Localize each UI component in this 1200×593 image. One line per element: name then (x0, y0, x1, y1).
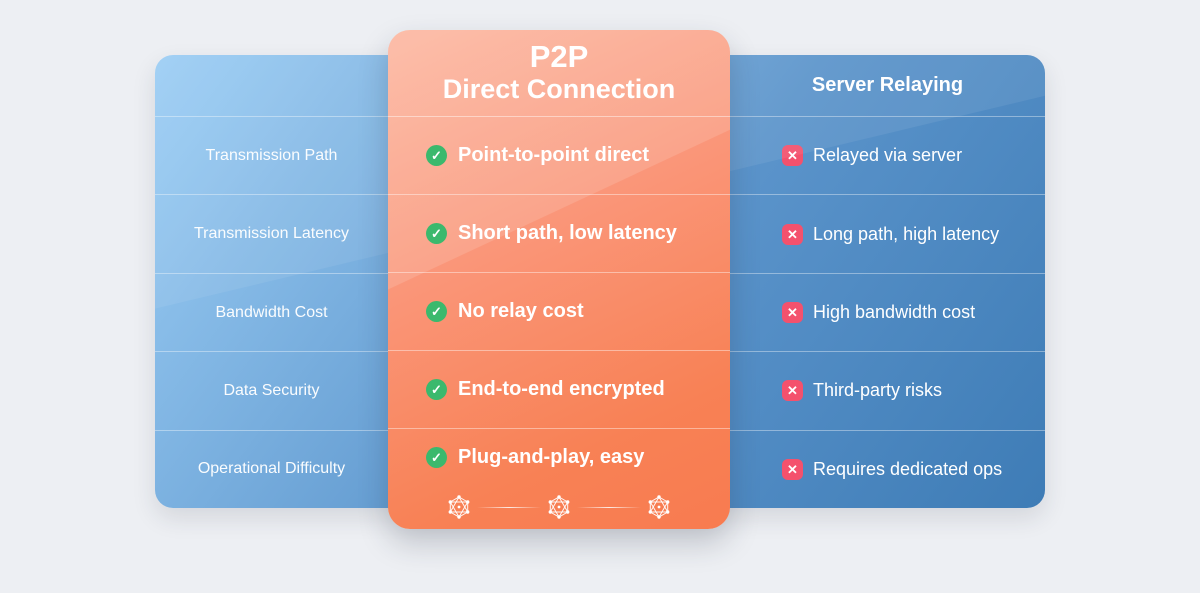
server-cell-text: Third-party risks (813, 380, 943, 401)
server-cell: ✕ High bandwidth cost (730, 274, 1045, 351)
row-label: Operational Difficulty (155, 431, 388, 508)
check-circle-icon: ✓ (426, 223, 447, 244)
p2p-card-footer (388, 485, 730, 529)
table-row: Data Security ✕ Third-party risks (155, 352, 1045, 431)
server-cell: ✕ Long path, high latency (730, 195, 1045, 272)
mesh-network-icon (448, 495, 470, 519)
mesh-network-icon (648, 495, 670, 519)
check-circle-icon: ✓ (426, 379, 447, 400)
p2p-card-header: P2P Direct Connection (388, 30, 730, 117)
cross-square-icon: ✕ (782, 380, 803, 402)
row-label: Transmission Path (155, 117, 388, 194)
p2p-row: ✓ Point-to-point direct (388, 117, 730, 195)
p2p-cell-text: No relay cost (458, 300, 584, 322)
check-circle-icon: ✓ (426, 446, 447, 468)
row-label-text: Bandwidth Cost (215, 303, 328, 321)
p2p-row: ✓ End-to-end encrypted (388, 351, 730, 429)
mesh-network-icon (548, 495, 570, 519)
check-circle-icon: ✓ (426, 301, 447, 322)
p2p-cell-text: Plug-and-play, easy (458, 445, 645, 468)
server-cell-text: High bandwidth cost (813, 302, 976, 323)
cross-square-icon: ✕ (782, 458, 803, 480)
row-label-text: Data Security (223, 381, 320, 399)
p2p-cell-text: Point-to-point direct (458, 144, 650, 166)
header-label-spacer (155, 55, 388, 116)
row-label: Bandwidth Cost (155, 274, 388, 351)
row-label-text: Transmission Path (205, 146, 338, 164)
p2p-row: ✓ Short path, low latency (388, 195, 730, 273)
server-cell-text: Requires dedicated ops (813, 458, 1003, 479)
server-cell: ✕ Relayed via server (730, 117, 1045, 194)
p2p-row: ✓ No relay cost (388, 273, 730, 351)
server-header-title: Server Relaying (811, 74, 964, 96)
table-row: Operational Difficulty ✕ Requires dedica… (155, 431, 1045, 508)
server-cell: ✕ Third-party risks (730, 352, 1045, 429)
server-column-header: Server Relaying (730, 55, 1045, 116)
p2p-card: P2P Direct Connection ✓ Point-to-point d… (388, 30, 730, 529)
p2p-cell-text: Short path, low latency (458, 222, 677, 244)
cross-square-icon: ✕ (782, 223, 803, 245)
cross-square-icon: ✕ (782, 302, 803, 324)
row-label: Data Security (155, 352, 388, 429)
check-circle-icon: ✓ (426, 145, 447, 166)
p2p-row: ✓ Plug-and-play, easy (388, 429, 730, 485)
server-cell-text: Long path, high latency (813, 223, 1000, 244)
p2p-title-line1: P2P (529, 39, 589, 75)
cross-square-icon: ✕ (782, 145, 803, 167)
row-label-text: Operational Difficulty (197, 460, 346, 478)
server-cell-text: Relayed via server (813, 145, 963, 166)
p2p-cell-text: End-to-end encrypted (458, 378, 665, 400)
connector-line (477, 506, 541, 508)
row-label-text: Transmission Latency (193, 225, 350, 243)
p2p-title-line2: Direct Connection (442, 73, 676, 104)
row-label: Transmission Latency (155, 195, 388, 272)
server-cell: ✕ Requires dedicated ops (730, 431, 1045, 508)
connector-line (577, 506, 641, 508)
